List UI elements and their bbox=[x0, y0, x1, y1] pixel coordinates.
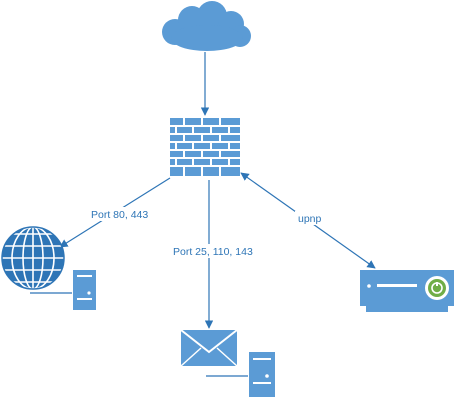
edge-label-bg-web bbox=[88, 207, 150, 221]
server-tower-icon bbox=[73, 270, 96, 310]
firewall-brick-icon bbox=[170, 118, 240, 176]
cloud-icon bbox=[162, 1, 251, 51]
globe-icon bbox=[1, 226, 65, 290]
nas-box-icon bbox=[360, 270, 454, 312]
envelope-icon bbox=[180, 329, 238, 367]
mail-server-node bbox=[180, 329, 275, 397]
edge-label-web: Port 80, 443 bbox=[91, 209, 148, 221]
edge-label-mail: Port 25, 110, 143 bbox=[173, 246, 253, 258]
edge-label-nas: upnp bbox=[298, 213, 322, 225]
web-server-node bbox=[1, 226, 96, 310]
server-tower-icon bbox=[249, 352, 275, 397]
